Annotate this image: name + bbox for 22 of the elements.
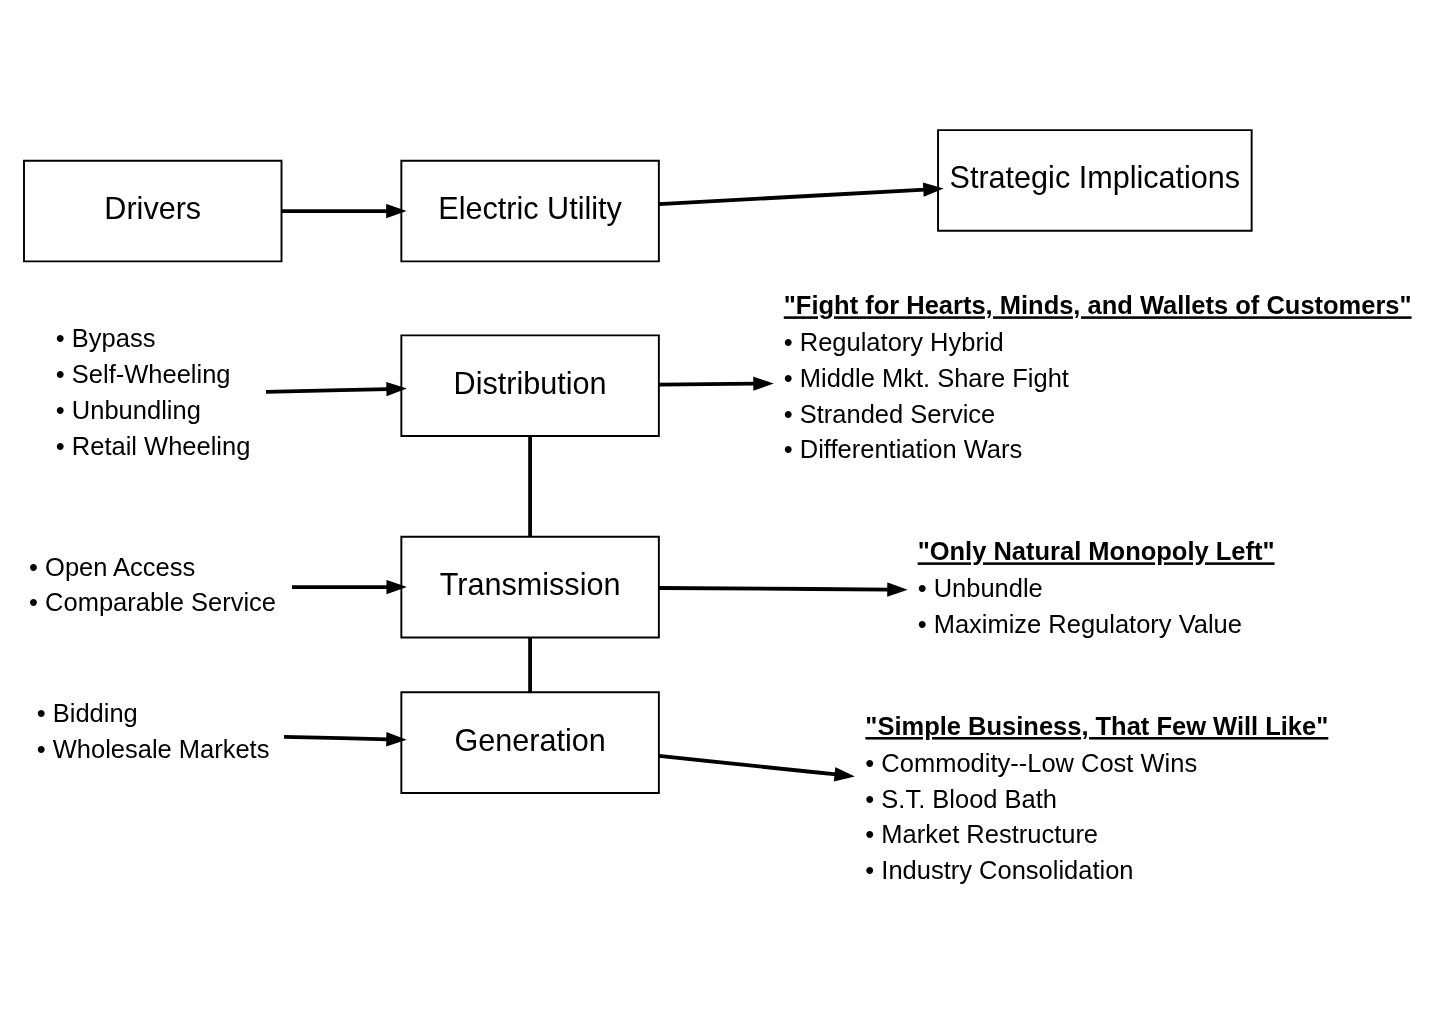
- arrow: [658, 754, 855, 782]
- node-box: Distribution: [400, 334, 660, 437]
- arrow: [658, 376, 774, 391]
- node-box: Strategic Implications: [937, 129, 1253, 232]
- node-text: • Bypass • Self-Wheeling • Unbundling • Retail Wheeling: [55, 324, 251, 460]
- node-text: • Bidding • Wholesale Markets: [36, 699, 270, 763]
- arrow: [292, 579, 407, 595]
- node-box: Transmission: [400, 535, 660, 639]
- arrow: [265, 381, 407, 397]
- arrow: [284, 732, 407, 747]
- arrow: [658, 582, 908, 597]
- node-text: "Only Natural Monopoly Left" • Unbundle • Maximize Regulatory Value: [917, 537, 1275, 639]
- node-box: Generation: [400, 691, 660, 794]
- node-box: Drivers: [23, 159, 283, 263]
- arrow: [281, 203, 407, 219]
- connector: [528, 436, 532, 537]
- node-text: "Fight for Hearts, Minds, and Wallets of Customers" • Regulatory Hybrid • Middle Mkt. Share Fight • Stranded Service • Differentiation Wars: [783, 291, 1412, 464]
- node-box: Electric Utility: [400, 159, 660, 263]
- arrow: [658, 182, 944, 206]
- connector: [528, 637, 532, 693]
- node-text: "Simple Business, That Few Will Like" • Commodity--Low Cost Wins • S.T. Blood Bath • Market Restructure • Industry Consolidation: [865, 712, 1329, 885]
- node-text: • Open Access • Comparable Service: [29, 552, 276, 617]
